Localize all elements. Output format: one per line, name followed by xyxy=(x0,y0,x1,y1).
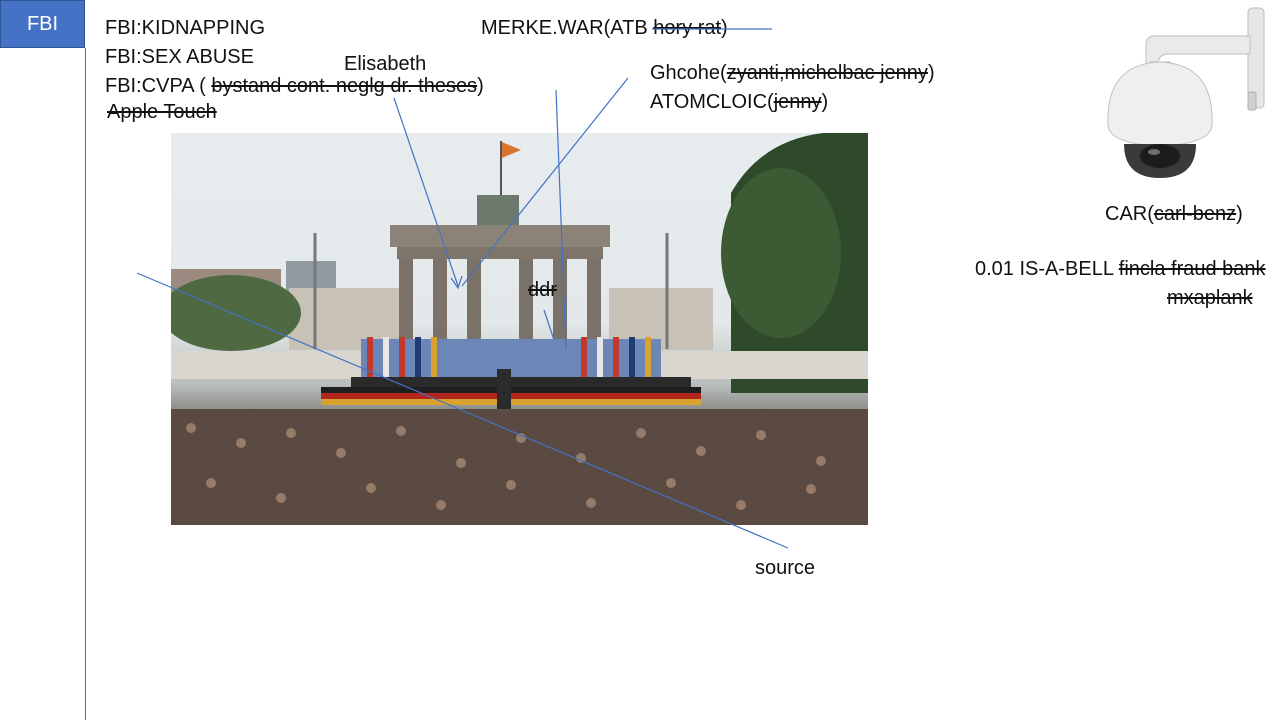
car-label: CAR(carl-benz) xyxy=(1105,202,1243,226)
stage-front xyxy=(351,377,691,387)
ghcohe-struck-text: zyanti,michelbac jenny xyxy=(726,62,928,84)
atomcloic-label: ATOMCLOIC(jenny) xyxy=(650,90,828,114)
atomcloic-struck-text: jenny xyxy=(773,91,822,113)
fbi-tag[interactable]: FBI xyxy=(0,0,85,48)
bell-struck-text: fincla fraud bank xyxy=(1118,258,1266,280)
photo-illustration xyxy=(171,133,868,525)
podium xyxy=(497,369,511,409)
fbi-cvpa-label: FBI:CVPA ( bystand cont. neglg dr. these… xyxy=(105,74,484,98)
ddr-label: ddr xyxy=(528,279,557,301)
atomcloic-suffix: ) xyxy=(821,91,829,113)
atomcloic-prefix: ATOMCLOIC( xyxy=(650,91,774,113)
brandenburg-gate xyxy=(390,141,610,343)
security-camera-icon xyxy=(1107,7,1265,178)
tree-canopy xyxy=(721,168,841,338)
mxaplank-label: mxaplank xyxy=(1167,287,1253,309)
brandenburg-gate-rally-photo xyxy=(171,133,868,525)
merke-prefix: MERKE.WAR(ATB xyxy=(481,17,654,39)
elisabeth-label: Elisabeth xyxy=(344,53,427,75)
fbi-sex-abuse-label: FBI:SEX ABUSE xyxy=(105,46,254,68)
car-suffix: ) xyxy=(1236,203,1243,225)
merke-war-label: MERKE.WAR(ATB hory rat) xyxy=(481,16,728,40)
ghcohe-label: Ghcohe(zyanti,michelbac jenny) xyxy=(650,61,935,85)
trees-left xyxy=(171,275,301,351)
car-prefix: CAR( xyxy=(1105,203,1154,225)
bell-prefix: 0.01 IS-A-BELL xyxy=(975,258,1119,280)
cvpa-suffix: ) xyxy=(477,75,484,97)
ghcohe-suffix: ) xyxy=(927,62,935,84)
cvpa-prefix: FBI:CVPA ( xyxy=(105,75,212,97)
merke-suffix: ) xyxy=(721,17,728,39)
left-divider-line xyxy=(85,48,86,720)
cvpa-struck-text: bystand cont. neglg dr. theses xyxy=(211,75,478,97)
source-label: source xyxy=(755,557,816,579)
car-struck-text: carl-benz xyxy=(1153,203,1237,225)
apple-touch-label: Apple Touch xyxy=(107,101,217,123)
is-a-bell-label: 0.01 IS-A-BELL fincla fraud bank xyxy=(975,257,1280,281)
fbi-kidnapping-label: FBI:KIDNAPPING xyxy=(105,17,266,39)
crowd xyxy=(171,409,868,525)
merke-struck-text: hory rat xyxy=(653,17,722,39)
ghcohe-prefix: Ghcohe( xyxy=(650,62,727,84)
